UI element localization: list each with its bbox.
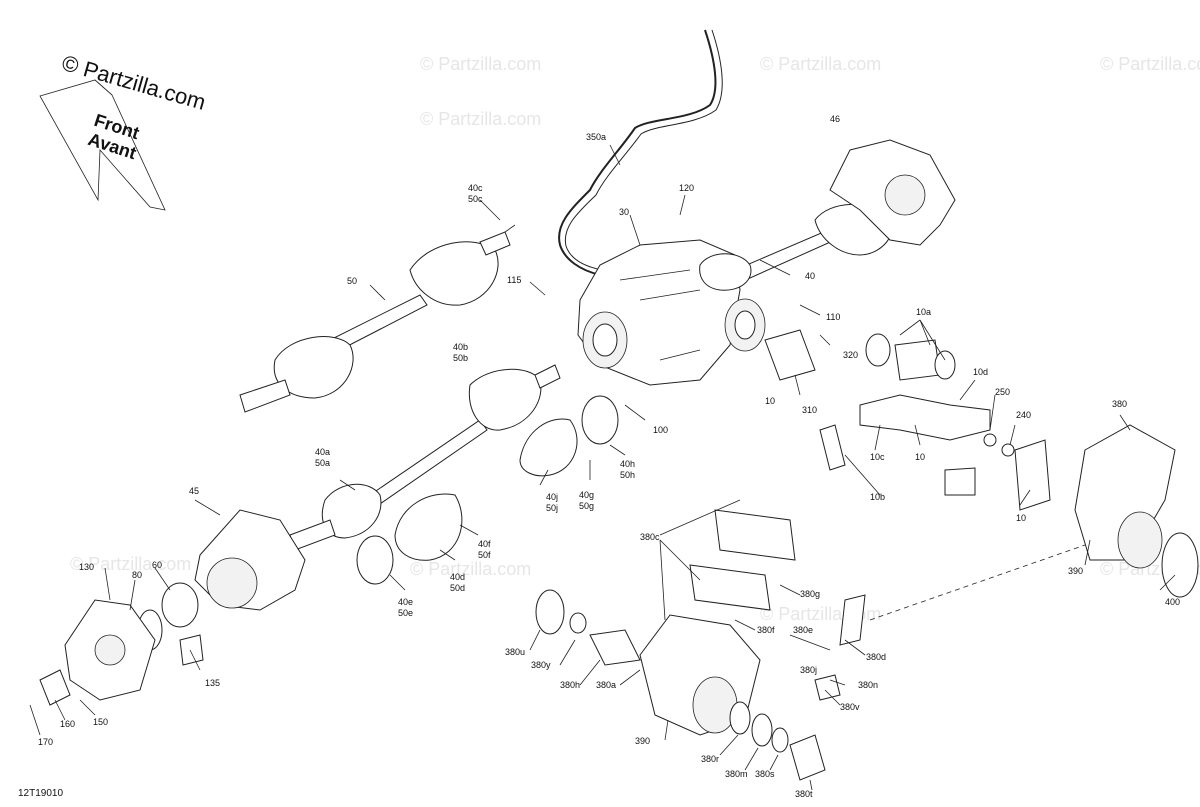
faint-watermark: © Partzilla.com [410,559,531,579]
part-label: 50f [478,550,491,560]
part-label: 160 [60,719,75,729]
part-label: 310 [802,405,817,415]
part-label: 380d [866,652,886,662]
differential-housing [577,239,766,386]
faint-watermark: © Partzilla.com [1100,54,1200,74]
part-label: 50h [620,470,635,480]
right-axle-shaft [699,203,894,291]
part-label: 50d [450,583,465,593]
part-label: 10 [1016,513,1026,523]
part-label: 380s [755,769,775,779]
part-label: 30 [619,207,629,217]
part-label: 50e [398,608,413,618]
part-label: 40d [450,572,465,582]
part-label: 40c [468,183,483,193]
part-label: 380y [531,660,551,670]
faint-watermark: © Partzilla.com [420,54,541,74]
breather-hose [558,29,717,276]
part-label: 380n [858,680,878,690]
propeller-shaft-parts [764,329,1051,511]
part-label: 45 [189,486,199,496]
part-label: 115 [507,275,521,285]
part-label: 240 [1016,410,1031,420]
part-label: 380u [505,647,525,657]
diagram-code: 12T19010 [18,788,64,799]
wheel-hub [39,599,204,706]
part-label: 130 [79,562,94,572]
part-label: 380t [795,789,813,799]
part-label: 50c [468,194,483,204]
part-label: 380g [800,589,820,599]
boot-large [394,493,463,561]
part-labels: 350a 46 40c 50c 120 30 50 115 40 110 10a… [38,114,1180,799]
long-axle-shaft [289,364,561,551]
part-label: 10a [916,307,931,317]
part-label: 40a [315,447,330,457]
part-label: 120 [679,183,694,193]
part-label: 380e [793,625,813,635]
part-label: 50a [315,458,330,468]
part-label: 10 [915,452,925,462]
part-label: 150 [93,717,108,727]
part-label: 40j [546,492,558,502]
part-label: 320 [843,350,858,360]
part-label: 100 [653,425,668,435]
part-label: 170 [38,737,53,747]
part-label: 380a [596,680,616,690]
front-arrow-outline [39,79,166,211]
part-label: 380c [640,532,660,542]
part-label: 50b [453,353,468,363]
part-label: 80 [132,570,142,580]
leader-lines [29,144,1176,791]
part-label: 40 [805,271,815,281]
part-label: 380f [757,625,775,635]
part-label: 40b [453,342,468,352]
part-label: 380h [560,680,580,690]
left-axle-shaft [239,231,511,413]
part-label: 380j [800,665,817,675]
knuckle-left [137,509,306,651]
gearbox-right [1074,424,1199,598]
part-label: 40h [620,459,635,469]
boot-small [519,418,578,477]
boot-clamp-large [356,535,394,585]
gearbox-lower [535,509,866,781]
part-label: 40g [579,490,594,500]
part-label: 50g [579,501,594,511]
faint-watermark: © Partzilla.com [420,109,541,129]
part-label: 40e [398,597,413,607]
part-label: 390 [635,736,650,746]
part-label: 350a [586,132,606,142]
faint-watermark: © Partzilla.com [70,554,191,574]
alignment-line [869,544,1086,621]
part-label: 380m [725,769,748,779]
part-label: 46 [830,114,840,124]
part-label: 50 [347,276,357,286]
part-label: 10c [870,452,885,462]
part-label: 250 [995,387,1010,397]
boot-clamp [581,395,619,445]
part-label: 40f [478,539,491,549]
part-label: 380 [1112,399,1127,409]
part-label: 380v [840,702,860,712]
part-label: 110 [826,312,840,322]
part-label: 60 [152,560,162,570]
part-label: 400 [1165,597,1180,607]
part-label: 10d [973,367,988,377]
part-label: 10 [765,396,775,406]
part-label: 50j [546,503,558,513]
part-label: 390 [1068,566,1083,576]
part-label: 135 [205,678,220,688]
faint-watermark: © Partzilla.com [760,54,881,74]
part-label: 10b [870,492,885,502]
part-label: 380r [701,754,719,764]
